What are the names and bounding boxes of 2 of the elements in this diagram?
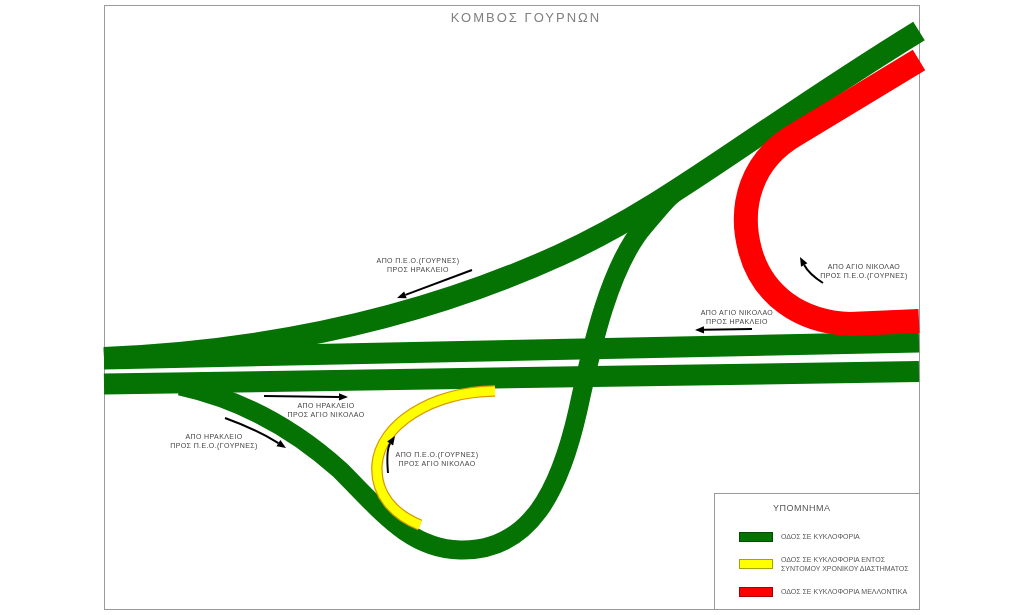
diagram-title: ΚΟΜΒΟΣ ΓΟΥΡΝΩΝ xyxy=(449,10,603,25)
legend-heading: ΥΠΟΜΝΗΜΑ xyxy=(773,503,831,513)
